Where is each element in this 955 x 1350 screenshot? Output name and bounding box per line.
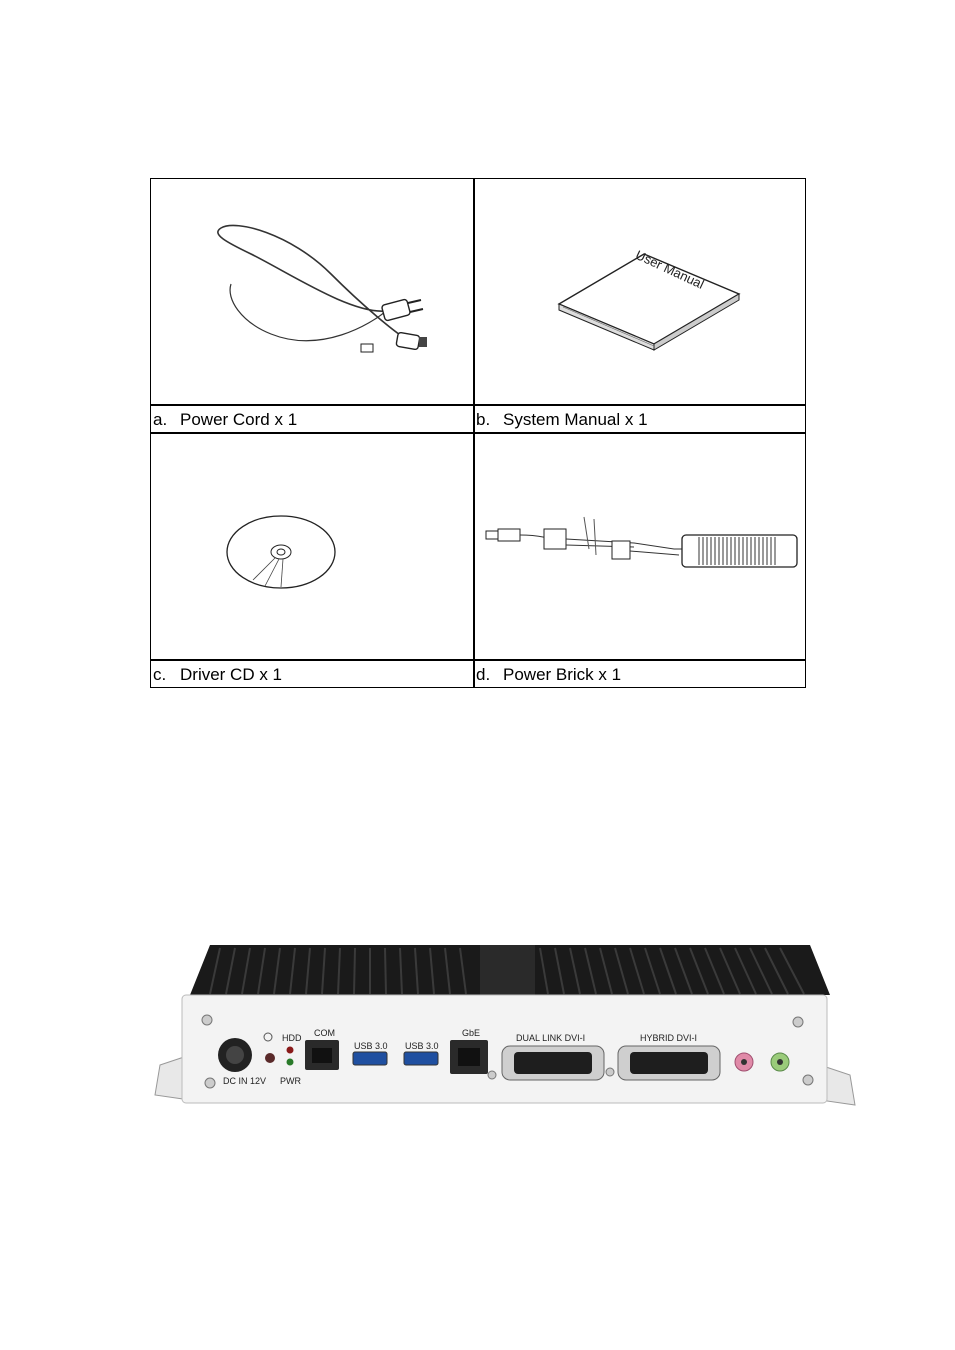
power-cord-illustration (217, 224, 427, 353)
table-divider (151, 404, 805, 406)
dc-in-label: DC IN 12V (223, 1076, 266, 1086)
table-divider (151, 432, 805, 434)
power-brick-illustration (485, 516, 798, 568)
cd-disc-illustration (226, 515, 336, 589)
rear-panel-photo: HDD PWR COM USB 3.0 USB 3.0 GbE DUAL LIN… (154, 945, 856, 1106)
caption-system-manual: b.System Manual x 1 (476, 410, 648, 429)
accessories-table: User Manual (150, 178, 806, 688)
usb-label-2: USB 3.0 (405, 1041, 439, 1051)
usb-label-1: USB 3.0 (354, 1041, 388, 1051)
com-label: COM (314, 1028, 335, 1038)
table-divider (151, 659, 805, 661)
caption-power-brick: d.Power Brick x 1 (476, 665, 622, 684)
dvi-dual-link-label: DUAL LINK DVI-I (516, 1033, 585, 1043)
caption-driver-cd: c.Driver CD x 1 (153, 665, 283, 684)
manual-illustration: User Manual (557, 247, 741, 351)
gbe-label: GbE (462, 1028, 480, 1038)
caption-power-cord: a.Power Cord x 1 (153, 410, 298, 429)
hdd-label: HDD (282, 1033, 302, 1043)
dvi-hybrid-label: HYBRID DVI-I (640, 1033, 697, 1043)
pwr-label: PWR (280, 1076, 301, 1086)
